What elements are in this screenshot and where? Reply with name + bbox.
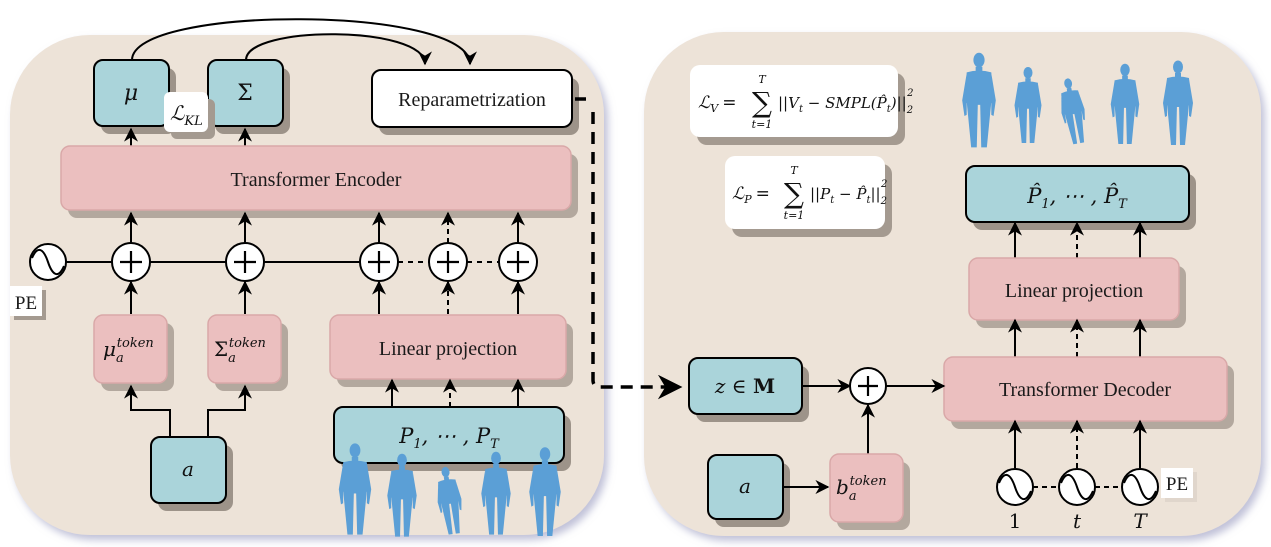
svg-text:t=1: t=1: [784, 209, 805, 222]
reparametrization-box: Reparametrization: [371, 69, 579, 135]
kl-loss-badge: ℒKL: [164, 92, 215, 139]
transformer-encoder-box: Transformer Encoder: [60, 145, 578, 218]
transformer-encoder-label: Transformer Encoder: [231, 169, 402, 191]
mu-box: μ: [93, 59, 176, 134]
encoder-action-label: a: [182, 457, 194, 481]
svg-text:PE: PE: [1166, 474, 1188, 495]
time-label-t: t: [1073, 509, 1082, 533]
decoder-pe-label: PE: [1161, 468, 1197, 502]
svg-text:ℒP=: ℒP=: [732, 184, 770, 206]
svg-text:z ∈ M: z ∈ M: [714, 374, 775, 398]
mu-token-box: μatoken: [93, 314, 174, 391]
pose-loss-box: ℒP= ∑ T t=1 ||Pt − P̂t||22: [725, 156, 892, 237]
svg-text:P̂1, ⋯ , P̂T: P̂1, ⋯ , P̂T: [1026, 184, 1128, 212]
svg-text:ℒV=: ℒV=: [698, 93, 736, 115]
decoder-linear-projection-label: Linear projection: [1005, 280, 1143, 302]
encoder-action-box: a: [150, 436, 233, 511]
pe-label: PE: [10, 286, 46, 320]
reparametrization-label: Reparametrization: [398, 89, 546, 111]
svg-text:T: T: [758, 73, 767, 86]
encoder-linear-projection-box: Linear projection: [329, 314, 573, 387]
sigma-box: Σ: [207, 59, 290, 134]
svg-text:PE: PE: [15, 293, 37, 314]
svg-text:μatoken: μatoken: [103, 336, 154, 366]
pe-sine-icon: [1058, 468, 1096, 506]
bias-token-box: batoken: [829, 453, 910, 530]
svg-text:||Pt − P̂t||22: ||Pt − P̂t||22: [810, 179, 887, 207]
input-poses-box: P1, ⋯ , PT: [333, 406, 571, 471]
action-to-sigma-token-arrow: [207, 384, 252, 437]
pe-sine-icon: [996, 468, 1034, 506]
pe-sine-icon: [29, 243, 67, 281]
vertex-loss-box: ℒV= ∑ T t=1 ||Vt − SMPL(P̂t)||22: [690, 65, 913, 145]
decoder-action-box: a: [707, 454, 790, 527]
latent-z-box: z ∈ M: [688, 357, 809, 422]
encoder-linear-projection-label: Linear projection: [379, 338, 517, 360]
svg-text:t=1: t=1: [752, 118, 773, 131]
time-label-1: 1: [1009, 509, 1022, 533]
time-label-T: T: [1133, 509, 1148, 533]
svg-text:Σatoken: Σatoken: [214, 336, 266, 366]
svg-text:∑: ∑: [752, 86, 772, 119]
action-to-mu-token-arrow: [124, 384, 171, 437]
svg-text:ℒKL: ℒKL: [170, 101, 203, 129]
decoder-action-label: a: [739, 474, 751, 498]
add-node-pt-mid: [428, 242, 468, 282]
add-node-decoder: [849, 367, 887, 405]
transformer-decoder-label: Transformer Decoder: [999, 379, 1171, 401]
transformer-decoder-box: Transformer Decoder: [943, 356, 1234, 429]
svg-text:T: T: [790, 164, 799, 177]
pe-sine-icon: [1121, 468, 1159, 506]
add-node-p1: [359, 242, 399, 282]
svg-text:||Vt − SMPL(P̂t)||22: ||Vt − SMPL(P̂t)||22: [778, 88, 913, 116]
svg-text:batoken: batoken: [836, 474, 887, 504]
mu-label: μ: [124, 81, 138, 106]
mu-to-reparam-arrow: [131, 18, 477, 66]
sigma-to-reparam-arrow: [245, 33, 432, 66]
add-node-mu: [111, 242, 151, 282]
decoder-linear-projection-box: Linear projection: [968, 257, 1186, 328]
sigma-label: Σ: [237, 81, 253, 106]
output-poses-box: P̂1, ⋯ , P̂T: [965, 165, 1196, 230]
svg-text:P1, ⋯ , PT: P1, ⋯ , PT: [398, 424, 500, 452]
add-node-pT: [498, 242, 538, 282]
svg-text:∑: ∑: [784, 177, 804, 210]
sigma-token-box: Σatoken: [207, 314, 288, 391]
reparam-to-latent-arrow: [575, 97, 680, 387]
add-node-sigma: [225, 242, 265, 282]
